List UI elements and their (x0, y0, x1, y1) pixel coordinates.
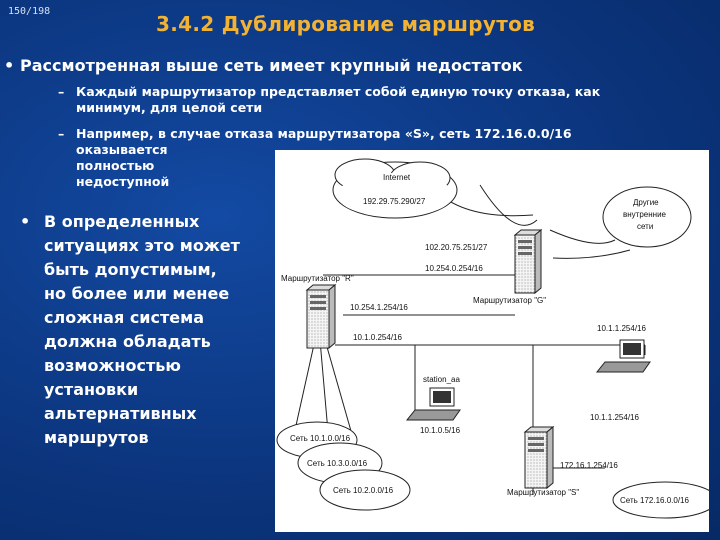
pc-icon (595, 339, 651, 373)
network-ellipses (276, 421, 411, 511)
station-computer-icon (405, 387, 461, 421)
bullet-2-line-10: маршрутов (44, 428, 149, 447)
router-s-icon (523, 425, 555, 490)
router-r-icon (305, 283, 337, 350)
bullet-2-line-4: но более или менее (44, 284, 230, 303)
internet-cloud: Internet 192.29.75.290/27 (332, 158, 458, 219)
sub-2-line-3: полностью (76, 158, 155, 173)
network-3-label: Сеть 10.2.0.0/16 (333, 486, 394, 495)
network-diagram-svg: Internet 192.29.75.290/27 Другие внутрен… (276, 158, 709, 519)
page-number: 150/198 (8, 6, 51, 17)
router-s-label: Маршрутизатор "S" (507, 488, 579, 497)
station-ip: 10.1.0.5/16 (420, 426, 461, 435)
network-2-label: Сеть 10.3.0.0/16 (307, 459, 368, 468)
bullet-2-line-1: В определенных (44, 212, 200, 231)
internet-label: Internet (383, 173, 411, 182)
router-r-ip-1: 10.254.1.254/16 (350, 303, 408, 312)
sub-2-line-4: недоступной (76, 174, 170, 189)
router-s-ip-1: 10.1.1.254/16 (590, 413, 639, 422)
sub-1-line-1: Каждый маршрутизатор представляет собой … (76, 84, 601, 99)
bullet-2-line-6: должна обладать (44, 332, 211, 351)
bullet-2-line-8: установки (44, 380, 139, 399)
network-1-label: Сеть 10.1.0.0/16 (290, 434, 351, 443)
router-g-ip-1: 102.20.75.251/27 (425, 243, 488, 252)
bullet-2-line-2: ситуациях это может (44, 236, 240, 255)
sub-2-line-1: Например, в случае отказа маршрутизатора… (76, 126, 572, 141)
network-s-ellipse (612, 481, 709, 519)
connection-lines (294, 238, 646, 495)
sub-bullet-1: – Каждый маршрутизатор представляет собо… (58, 84, 601, 116)
station-label: station_aa (423, 375, 460, 384)
router-s-ip-2: 172.16.1.254/16 (560, 461, 618, 470)
network-diagram: Internet 192.29.75.290/27 Другие внутрен… (275, 150, 709, 532)
bullet-marker: • (20, 212, 31, 231)
bullet-2-line-7: возможностью (44, 356, 181, 375)
dash-marker: – (58, 84, 65, 99)
bullet-1: • Рассмотренная выше сеть имеет крупный … (4, 56, 523, 75)
router-r-ip-2: 10.1.0.254/16 (353, 333, 402, 342)
bullet-2-line-3: быть допустимым, (44, 260, 217, 279)
dash-marker: – (58, 126, 65, 141)
router-g-ip-2: 10.254.0.254/16 (425, 264, 483, 273)
bullet-marker: • (4, 56, 15, 75)
other-networks-line-3: сети (637, 222, 653, 231)
slide-title: 3.4.2 Дублирование маршрутов (156, 12, 536, 36)
other-networks-line-2: внутренние (623, 210, 667, 219)
network-s-label: Сеть 172.16.0.0/16 (620, 496, 690, 505)
router-r-label: Маршрутизатор "R" (281, 274, 354, 283)
bullet-2-line-9: альтернативных (44, 404, 197, 423)
other-networks-cloud: Другие внутренние сети (602, 186, 692, 248)
pc-ip: 10.1.1.254/16 (597, 324, 646, 333)
other-networks-line-1: Другие (633, 198, 659, 207)
sub-bullet-2: – Например, в случае отказа маршрутизато… (58, 126, 572, 190)
sub-1-line-2: минимум, для целой сети (76, 100, 263, 115)
router-g-label: Маршрутизатор "G" (473, 296, 546, 305)
bullet-2: • В определенных ситуациях это может быт… (20, 210, 279, 450)
internet-ip: 192.29.75.290/27 (363, 197, 426, 206)
bullet-2-line-5: сложная система (44, 308, 204, 327)
bullet-1-text: Рассмотренная выше сеть имеет крупный не… (20, 56, 523, 75)
router-g-icon (513, 228, 543, 295)
sub-2-line-2: оказывается (76, 142, 168, 157)
